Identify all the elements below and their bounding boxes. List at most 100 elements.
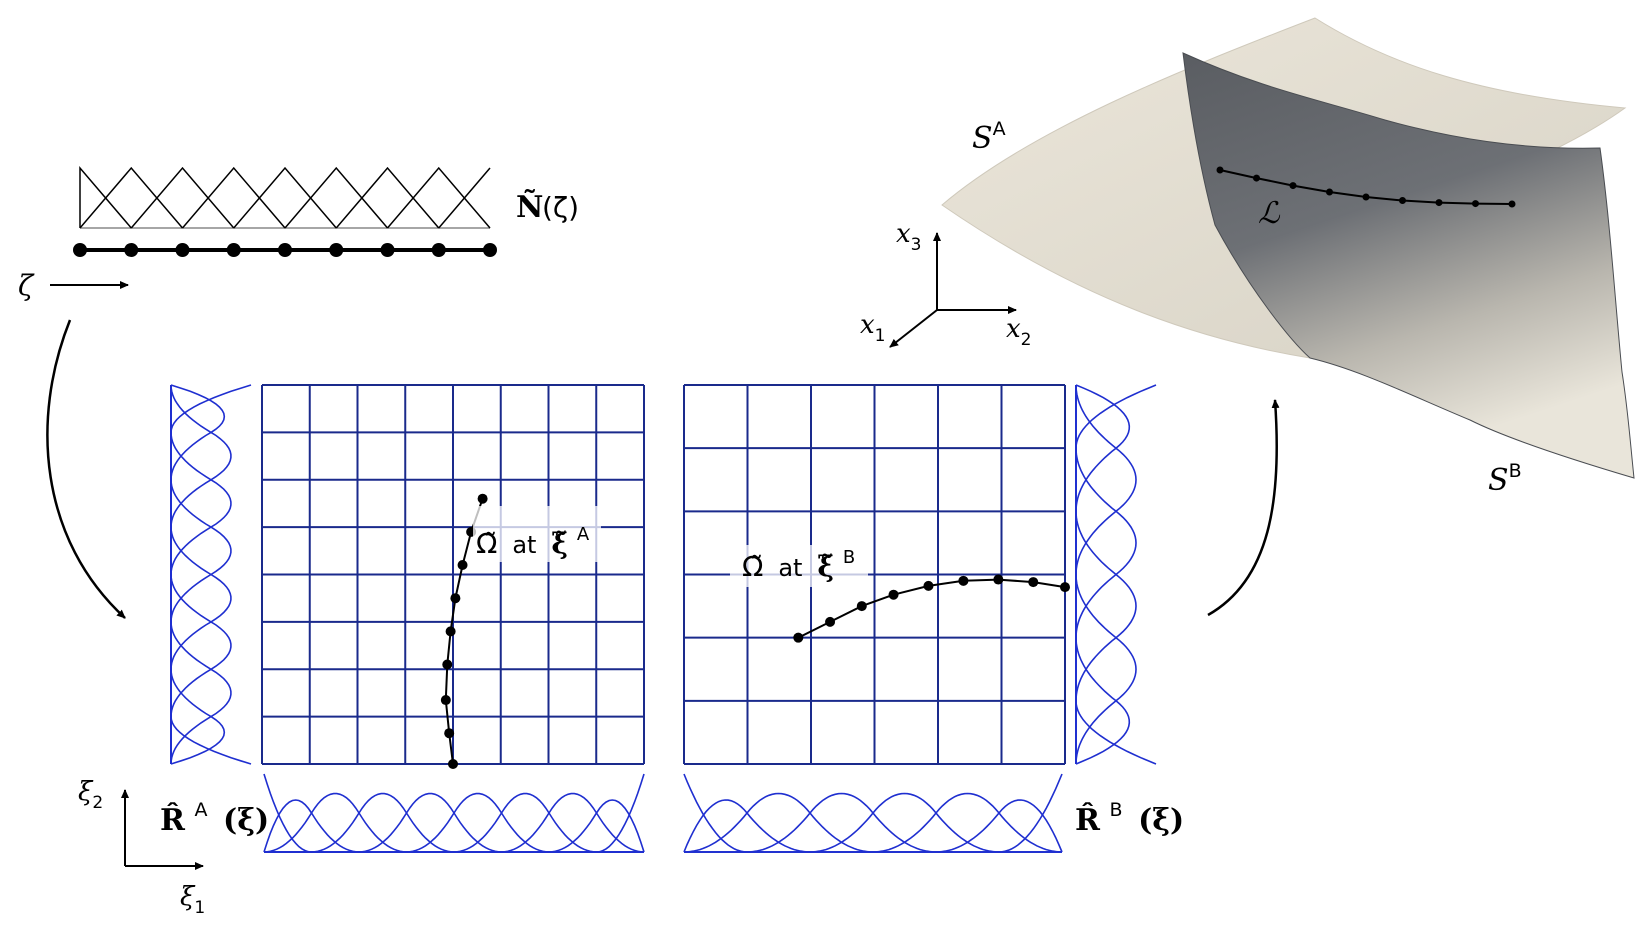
- xi1-label: ξ1: [180, 882, 205, 918]
- basis-function: [684, 792, 1062, 853]
- trimming-curve-node: [442, 659, 453, 670]
- parameter-line: [73, 243, 497, 257]
- parameter-node: [329, 243, 344, 257]
- parameter-node: [73, 243, 87, 257]
- trimming-curve-node: [444, 728, 455, 739]
- parameter-node: [226, 243, 241, 257]
- interface-node: [1399, 196, 1406, 204]
- basis-function: [684, 773, 1063, 853]
- x1-label: x1: [860, 310, 886, 346]
- patch-b-basis-label: R̂ B (ξ): [1075, 789, 1184, 838]
- x2-label: x2: [1006, 314, 1032, 350]
- basis-function: [170, 384, 232, 764]
- surface-b: [1182, 52, 1635, 479]
- basis-function: [684, 792, 1063, 853]
- basis-function: [1075, 384, 1137, 764]
- basis-function: [1075, 384, 1157, 764]
- trimming-curve-node: [457, 560, 468, 571]
- shape-function: [438, 167, 491, 229]
- parameter-node: [483, 243, 497, 257]
- x3-label: x3: [896, 219, 922, 255]
- patch-a-omega-label: Ω̃ at ξ̃ A: [476, 524, 590, 560]
- xi2-label: ξ2: [78, 777, 103, 813]
- trimming-curve-node: [1028, 577, 1039, 588]
- interface-node: [1362, 193, 1370, 201]
- basis-function: [684, 792, 1062, 853]
- map-arrow-to-patch-a: [46, 319, 126, 619]
- shape-function: [335, 166, 440, 229]
- parameter-node: [431, 243, 446, 257]
- patch-b-omega-label: Ω̃ at ξ̃ B: [742, 547, 855, 583]
- parametric-axes: [121, 789, 204, 870]
- zeta-label: ζ: [18, 269, 35, 302]
- trimming-curve-node: [440, 695, 451, 706]
- basis-function: [683, 799, 1062, 853]
- basis-function: [1075, 385, 1137, 765]
- shape-function: [79, 166, 184, 229]
- basis-function: [683, 792, 1062, 853]
- interface-label: ℒ: [1258, 196, 1281, 231]
- patch-b-basis-vertical: [1075, 384, 1157, 765]
- basis-function: [264, 792, 644, 853]
- patch-a-basis-label: R̂ A (ξ): [160, 789, 269, 838]
- basis-function: [264, 792, 644, 853]
- shape-function: [284, 166, 389, 229]
- shape-function: [181, 166, 286, 229]
- trimming-curve-node: [793, 632, 804, 643]
- basis-function: [1075, 384, 1131, 764]
- shape-functions: [79, 165, 491, 229]
- patch-a-basis-horizontal: [263, 773, 645, 853]
- interface-node: [1326, 188, 1333, 196]
- shape-function: [79, 165, 132, 229]
- patch-b-trimming-curve: [793, 574, 1070, 643]
- basis-function: [263, 792, 644, 853]
- basis-function: [170, 385, 232, 764]
- shape-function: [130, 166, 235, 229]
- shape-function-symbol: Ñ: [516, 189, 543, 225]
- interface-node: [1472, 200, 1479, 208]
- trimming-curve-node: [958, 575, 969, 586]
- interface-node: [1216, 166, 1224, 174]
- physical-axes: [889, 232, 1017, 348]
- interface-node: [1289, 182, 1297, 190]
- surface-a-label: SA: [972, 118, 1006, 156]
- trimming-curve-node: [445, 626, 456, 637]
- patch-b-basis-horizontal: [683, 773, 1063, 853]
- parameter-node: [380, 243, 395, 257]
- parameter-node: [124, 243, 139, 257]
- basis-function: [170, 385, 232, 765]
- map-arrow-to-surface: [1207, 399, 1280, 617]
- basis-function: [170, 385, 232, 764]
- basis-function: [1075, 385, 1131, 765]
- trimming-curve-node: [856, 601, 867, 612]
- interface-curve: [1216, 166, 1516, 208]
- basis-function: [170, 385, 232, 764]
- trimming-curve-node: [448, 759, 458, 769]
- surface-b-label: SB: [1488, 460, 1522, 498]
- basis-function: [1075, 385, 1137, 764]
- shape-function-argument: (ζ): [542, 191, 579, 224]
- basis-function: [684, 799, 1063, 853]
- patch-a-trimming-curve: [440, 493, 488, 769]
- basis-function: [264, 792, 644, 853]
- trimming-curve-node: [825, 616, 836, 627]
- basis-function: [264, 792, 644, 853]
- interface-node: [1253, 174, 1260, 182]
- trimming-curve-node: [477, 493, 488, 504]
- interface-node: [1508, 200, 1516, 208]
- trimming-curve-node: [923, 580, 934, 591]
- basis-function: [264, 792, 645, 853]
- shape-function: [233, 166, 337, 229]
- parameter-node: [278, 243, 292, 257]
- patch-a-label-backdrop: [473, 506, 601, 562]
- patch-a-basis-vertical: [170, 384, 252, 765]
- shape-function: [386, 166, 491, 229]
- basis-function: [1075, 385, 1137, 764]
- patch-b-label-backdrop: [730, 545, 868, 587]
- basis-function: [264, 773, 645, 853]
- basis-function: [170, 385, 232, 764]
- basis-function: [170, 384, 252, 764]
- interface-node: [1435, 199, 1443, 207]
- patch-a-grid: [261, 384, 645, 765]
